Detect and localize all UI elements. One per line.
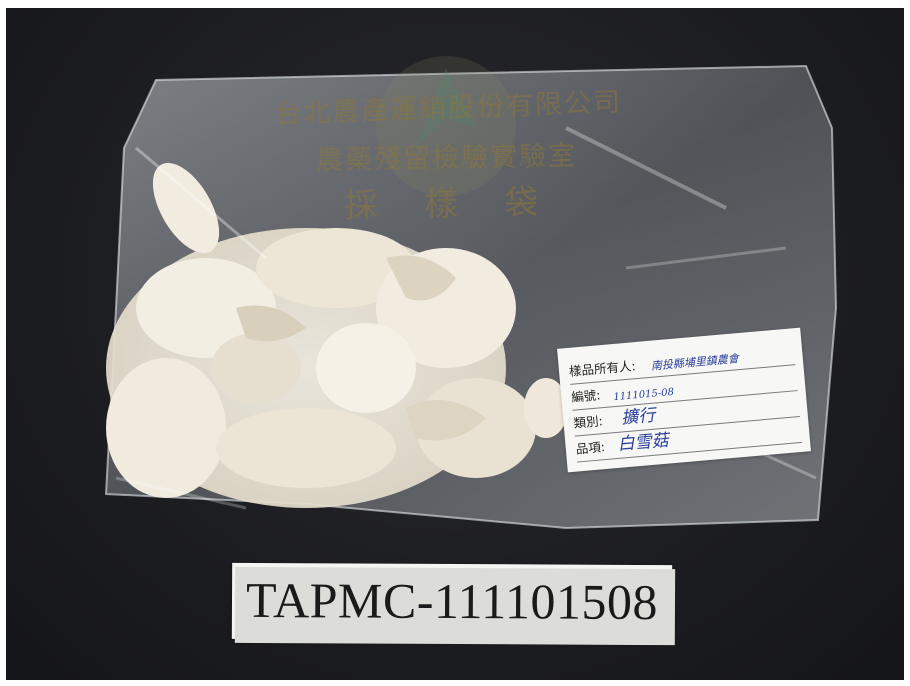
mushroom-cluster [106, 162, 568, 508]
sample-code: TAPMC-111101508 [245, 571, 659, 631]
photo: 台北農產運銷股份有限公司 農藥殘留檢驗實驗室 採樣袋 樣品所有人: 南投縣埔里鎮… [6, 8, 904, 680]
bag-lab-name: 農藥殘留檢驗實驗室 [315, 140, 578, 177]
type-value: 擴行 [620, 405, 657, 429]
item-value: 白雪菇 [616, 430, 670, 455]
id-key: 編號: [570, 387, 602, 405]
owner-key: 樣品所有人: [568, 358, 637, 379]
type-key: 類別: [572, 413, 604, 431]
bag-title: 採樣袋 [343, 181, 585, 227]
sample-label: 樣品所有人: 南投縣埔里鎮農會 編號: 1111015-08 類別: 擴行 品項… [557, 327, 811, 473]
item-key: 品項: [575, 439, 606, 457]
sample-code-card: TAPMC-111101508 [231, 562, 673, 642]
plastic-bag [104, 56, 838, 530]
